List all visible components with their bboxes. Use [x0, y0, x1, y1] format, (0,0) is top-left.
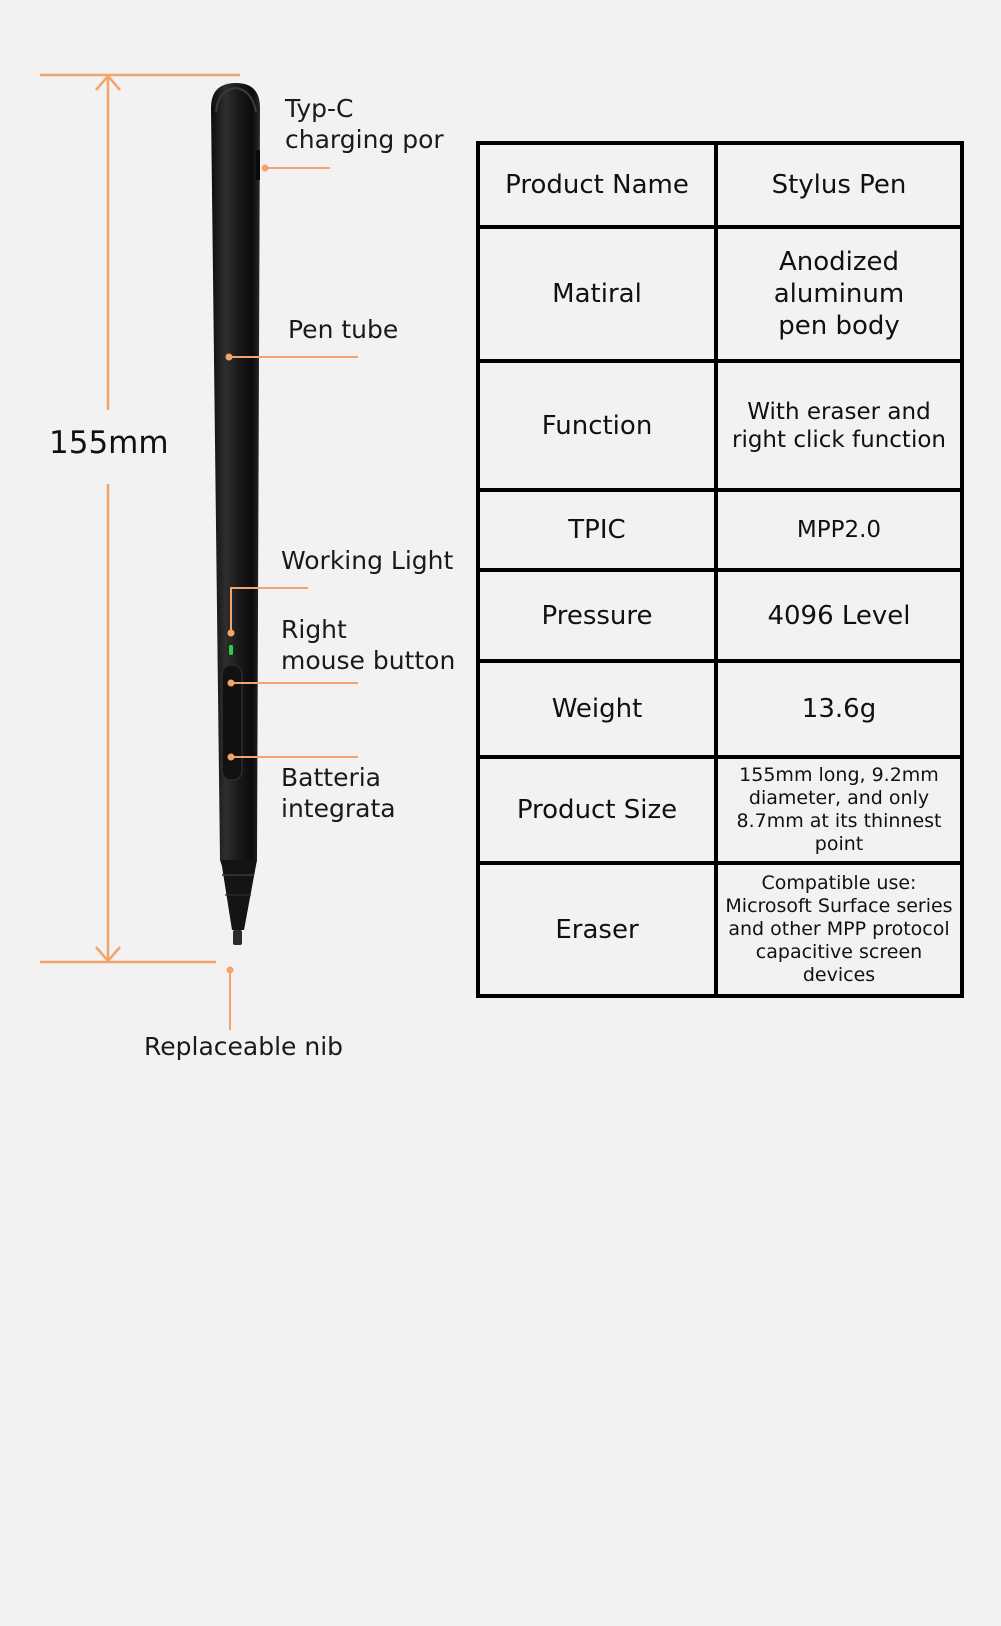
- spec-value-line: and other MPP protocol: [728, 918, 950, 940]
- spec-value-line: 4096 Level: [767, 600, 911, 631]
- spec-key: Pressure: [476, 568, 718, 663]
- leader-typc: [261, 164, 330, 172]
- table-row: Weight 13.6g: [476, 659, 964, 759]
- spec-key: Product Name: [476, 141, 718, 229]
- spec-value-line: right click function: [731, 426, 946, 453]
- callout-pen-tube: Pen tube: [288, 314, 398, 345]
- spec-value: Compatible use: Microsoft Surface series…: [714, 861, 964, 998]
- spec-value-line: 13.6g: [801, 694, 877, 724]
- arrow-up-icon: [95, 74, 121, 91]
- table-row: Eraser Compatible use: Microsoft Surface…: [476, 861, 964, 998]
- leader-nib: [226, 966, 234, 1030]
- spec-value-line: aluminum: [773, 279, 905, 309]
- callout-rmb-line2: mouse button: [281, 646, 456, 675]
- spec-value-line: With eraser and: [747, 398, 931, 425]
- spec-key: Matiral: [476, 225, 718, 363]
- callout-working-light: Working Light: [281, 545, 453, 576]
- working-light-icon: [229, 645, 233, 655]
- spec-value-line: Anodized: [778, 247, 900, 277]
- spec-value-line: 8.7mm at its thinnest point: [736, 810, 942, 855]
- spec-value: 4096 Level: [714, 568, 964, 663]
- dimension-label: 155mm: [49, 425, 169, 461]
- dimension-marker: [40, 73, 240, 964]
- pen-nib: [233, 930, 242, 945]
- callout-right-mouse-button: Right mouse button: [281, 614, 455, 676]
- table-row: Product Name Stylus Pen: [476, 141, 964, 229]
- spec-value-line: MPP2.0: [796, 517, 882, 543]
- spec-key: TPIC: [476, 488, 718, 572]
- pen-illustration: [40, 73, 358, 1030]
- table-row: Pressure 4096 Level: [476, 568, 964, 663]
- leader-battery: [227, 753, 358, 761]
- spec-value-line: 155mm long, 9.2mm: [739, 764, 939, 786]
- pen-cap-highlight: [215, 86, 257, 113]
- leader-pen-tube: [225, 353, 358, 361]
- callout-typc-line2: charging por: [285, 125, 444, 154]
- table-row: Product Size 155mm long, 9.2mm diameter,…: [476, 755, 964, 865]
- spec-value: With eraser and right click function: [714, 359, 964, 492]
- callout-nib-line1: Replaceable nib: [144, 1032, 344, 1061]
- callout-typc: Typ-C charging por: [285, 93, 444, 155]
- table-row: Function With eraser and right click fun…: [476, 359, 964, 492]
- spec-value-line: Microsoft Surface series: [725, 895, 953, 917]
- leader-right-mouse-button: [227, 679, 358, 687]
- usb-c-port: [256, 150, 260, 180]
- spec-value: 13.6g: [714, 659, 964, 759]
- callout-rmb-line1: Right: [281, 615, 347, 644]
- table-row: TPIC MPP2.0: [476, 488, 964, 572]
- spec-table: Product Name Stylus Pen Matiral Anodized…: [476, 141, 964, 998]
- table-row: Matiral Anodized aluminum pen body: [476, 225, 964, 363]
- callout-working-light-line1: Working Light: [281, 546, 454, 575]
- callout-replaceable-nib: Replaceable nib: [144, 1031, 343, 1062]
- callout-battery-line1: Batteria: [281, 763, 381, 792]
- spec-key: Weight: [476, 659, 718, 759]
- spec-key: Function: [476, 359, 718, 492]
- arrow-down-icon: [95, 946, 121, 963]
- spec-value-line: capacitive screen devices: [755, 941, 923, 986]
- callout-pen-tube-line1: Pen tube: [288, 315, 399, 344]
- spec-value: MPP2.0: [714, 488, 964, 572]
- stylus-pen: [211, 83, 260, 945]
- spec-key: Eraser: [476, 861, 718, 998]
- spec-value: Anodized aluminum pen body: [714, 225, 964, 363]
- spec-value: 155mm long, 9.2mm diameter, and only 8.7…: [714, 755, 964, 865]
- callout-typc-line1: Typ-C: [285, 94, 354, 123]
- callout-battery-line2: integrata: [281, 794, 396, 823]
- spec-value-line: Compatible use:: [761, 872, 917, 894]
- spec-value-line: Stylus Pen: [771, 170, 907, 200]
- spec-value: Stylus Pen: [714, 141, 964, 229]
- right-mouse-button-icon: [221, 664, 243, 781]
- callout-battery: Batteria integrata: [281, 762, 396, 824]
- leader-working-light: [227, 587, 308, 637]
- spec-value-line: diameter, and only: [748, 787, 930, 809]
- spec-value-line: pen body: [778, 311, 900, 341]
- spec-key: Product Size: [476, 755, 718, 865]
